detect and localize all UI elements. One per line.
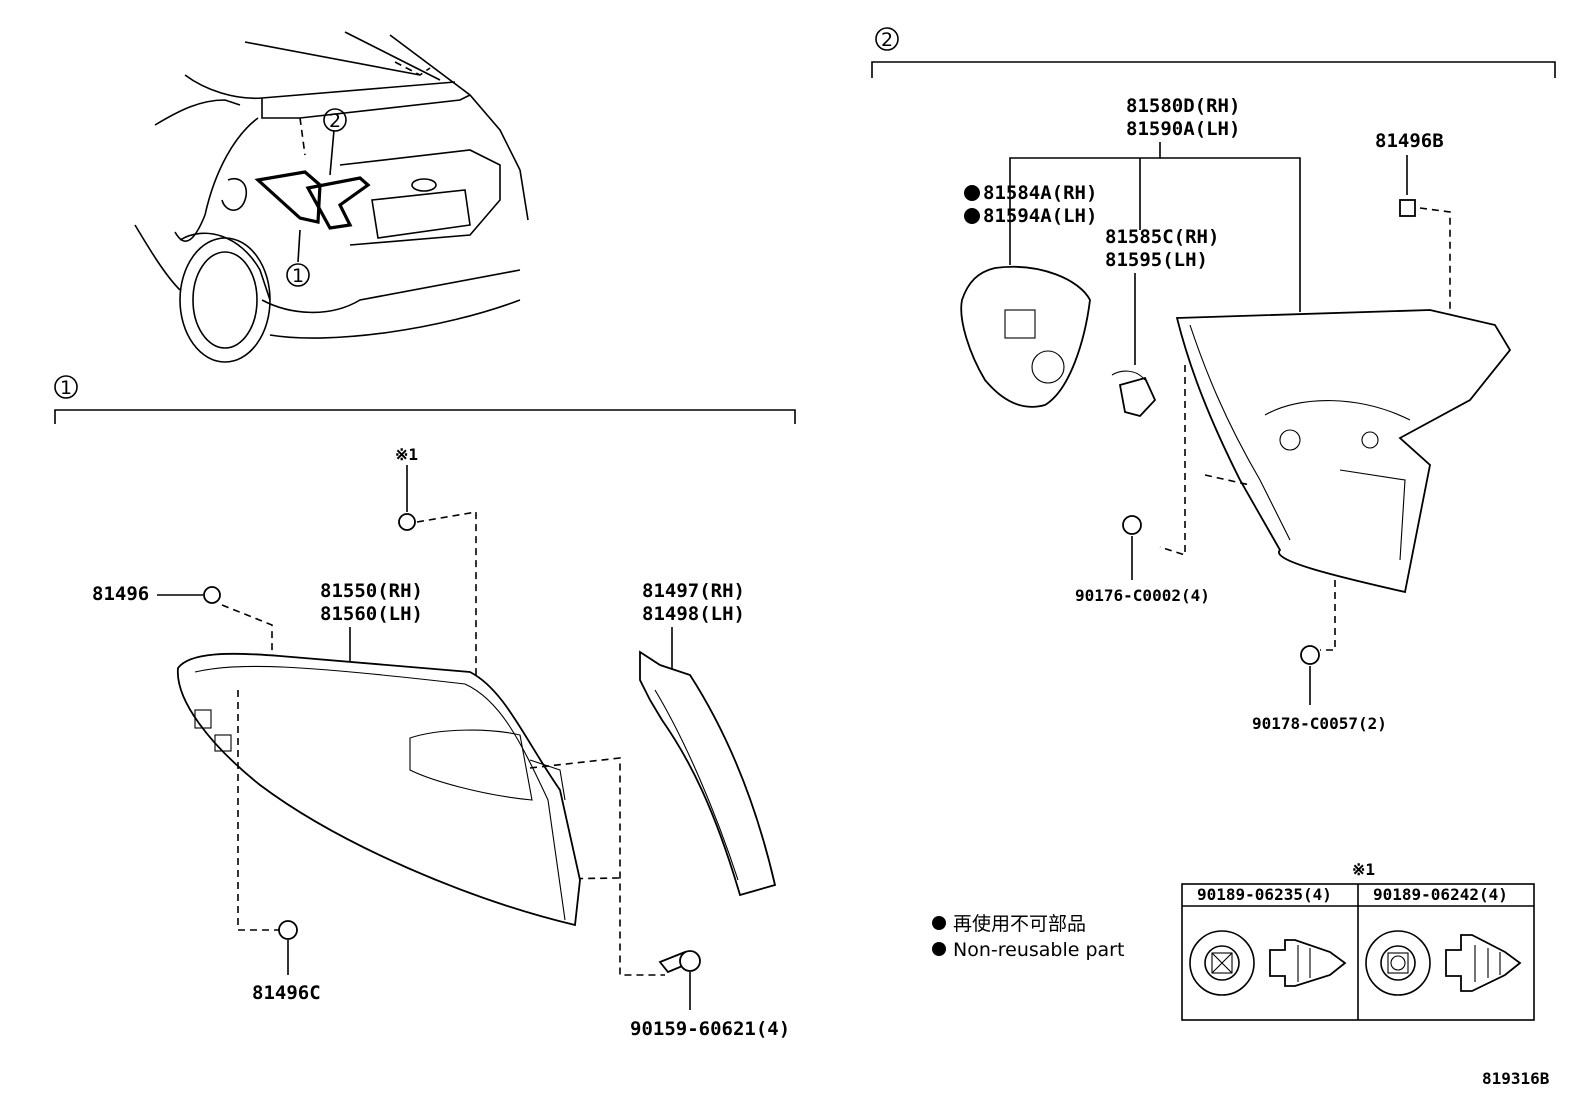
inner-lamp-housing [1175, 309, 1512, 594]
part-90178-c0057: 90178-C0057(2) [1252, 714, 1387, 733]
legend-text-en: Non-reusable part [953, 939, 1124, 961]
clip-type-b-icon [1365, 930, 1522, 996]
part-81550-rh: 81550(RH) [320, 580, 423, 602]
part-81585c-rh: 81585C(RH) [1105, 226, 1219, 248]
part-81497-rh: 81497(RH) [642, 580, 745, 602]
group-2-marker-label: 2 [881, 29, 893, 51]
legend-dot-en [932, 942, 946, 956]
clip-type-a-icon [1189, 930, 1347, 996]
part-81496: 81496 [92, 583, 149, 605]
clip-variant-table: ※1 90189-06235(4) 90189-06242(4) [1181, 860, 1535, 1021]
trim-cover [639, 650, 777, 897]
socket-wire [1118, 376, 1157, 418]
group-2-bracket [871, 61, 1556, 78]
nut-90176-icon [1122, 515, 1142, 535]
legend: 再使用不可部品 Non-reusable part [932, 913, 1124, 961]
callout-2-circle [323, 108, 347, 132]
part-81496c: 81496C [252, 982, 321, 1004]
part-screw-90159: 90159-60621(4) [630, 1018, 790, 1040]
clip-81496c-icon [278, 920, 298, 940]
group-1-outer-lamp: 1 ※1 81496 81550(RH) 81560(LH) 81497(RH)… [54, 375, 796, 1040]
note-mark-1: ※1 [395, 445, 418, 464]
outer-lens-housing [177, 652, 581, 927]
group-2-marker [875, 27, 899, 51]
part-81584a-rh: 81584A(RH) [983, 182, 1097, 204]
non-reusable-dot-2 [964, 208, 980, 224]
callout-2-label: 2 [329, 110, 341, 132]
nut-90178-icon [1300, 645, 1320, 665]
callout-1-label: 1 [292, 265, 304, 287]
table-col-1: 90189-06235(4) [1197, 885, 1332, 904]
car-rear-overview: 1 2 [134, 31, 529, 363]
part-81496b: 81496B [1375, 130, 1444, 152]
part-81590a-lh: 81590A(LH) [1126, 118, 1240, 140]
part-81595-lh: 81595(LH) [1105, 249, 1208, 271]
diagram-code: 819316B [1482, 1069, 1550, 1088]
part-90176-c0002: 90176-C0002(4) [1075, 586, 1210, 605]
part-81498-lh: 81498(LH) [642, 603, 745, 625]
gasket [960, 266, 1091, 408]
group-1-bracket [54, 409, 796, 424]
group-1-marker-label: 1 [60, 377, 72, 399]
legend-text-jp: 再使用不可部品 [953, 913, 1086, 935]
table-mark: ※1 [1352, 860, 1375, 879]
clip-81496b-icon [1399, 199, 1416, 217]
callout-1-circle [286, 263, 310, 287]
clip-81496-icon [203, 586, 221, 604]
non-reusable-dot-1 [964, 185, 980, 201]
group-2-inner-lamp: 2 81580D(RH) 81590A(LH) 81584A(RH) 81594… [871, 27, 1556, 733]
part-81560-lh: 81560(LH) [320, 603, 423, 625]
clip-icon [398, 513, 416, 531]
part-81594a-lh: 81594A(LH) [983, 205, 1097, 227]
part-81580d-rh: 81580D(RH) [1126, 95, 1240, 117]
table-col-2: 90189-06242(4) [1373, 885, 1508, 904]
group-1-marker [54, 375, 78, 399]
legend-dot-jp [932, 916, 946, 930]
